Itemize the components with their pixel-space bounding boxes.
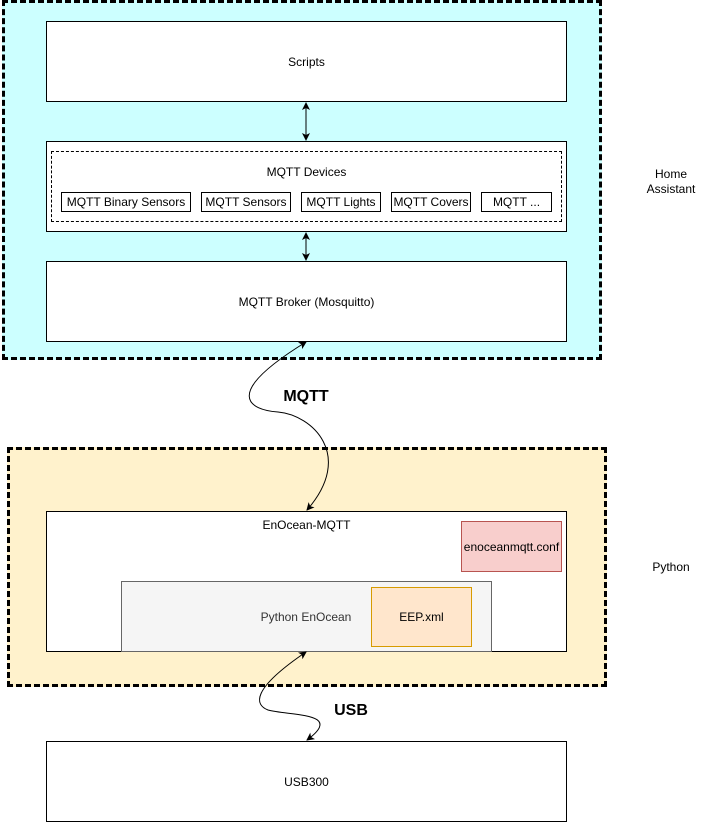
- scripts-box[interactable]: Scripts: [46, 21, 567, 102]
- enoceanmqtt-conf-box[interactable]: enoceanmqtt.conf: [461, 521, 562, 572]
- mqtt-devices-title: MQTT Devices: [266, 165, 347, 179]
- home-assistant-label: Home Assistant: [646, 167, 696, 196]
- mqtt-broker-box[interactable]: MQTT Broker (Mosquitto): [46, 261, 567, 342]
- device-item-binary-sensors[interactable]: MQTT Binary Sensors: [61, 192, 191, 212]
- usb-connector: [259, 651, 321, 741]
- usb300-box[interactable]: USB300: [46, 741, 567, 822]
- usb300-label: USB300: [284, 774, 329, 789]
- scripts-label: Scripts: [288, 54, 325, 69]
- device-item-covers[interactable]: MQTT Covers: [391, 192, 471, 212]
- mqtt-broker-label: MQTT Broker (Mosquitto): [238, 294, 375, 309]
- mqtt-connector: [248, 341, 329, 511]
- python-enocean-label: Python EnOcean: [260, 610, 352, 624]
- enocean-mqtt-label: EnOcean-MQTT: [262, 518, 351, 532]
- mqtt-edge-label: MQTT: [272, 387, 340, 407]
- device-item-sensors[interactable]: MQTT Sensors: [201, 192, 291, 212]
- python-label: Python: [652, 560, 690, 574]
- device-item-lights[interactable]: MQTT Lights: [301, 192, 381, 212]
- enoceanmqtt-conf-label: enoceanmqtt.conf: [463, 539, 560, 554]
- eep-xml-label: EEP.xml: [399, 610, 444, 624]
- usb-edge-label: USB: [328, 701, 374, 721]
- eep-xml-box[interactable]: EEP.xml: [371, 587, 472, 647]
- device-item-more[interactable]: MQTT ...: [481, 192, 552, 212]
